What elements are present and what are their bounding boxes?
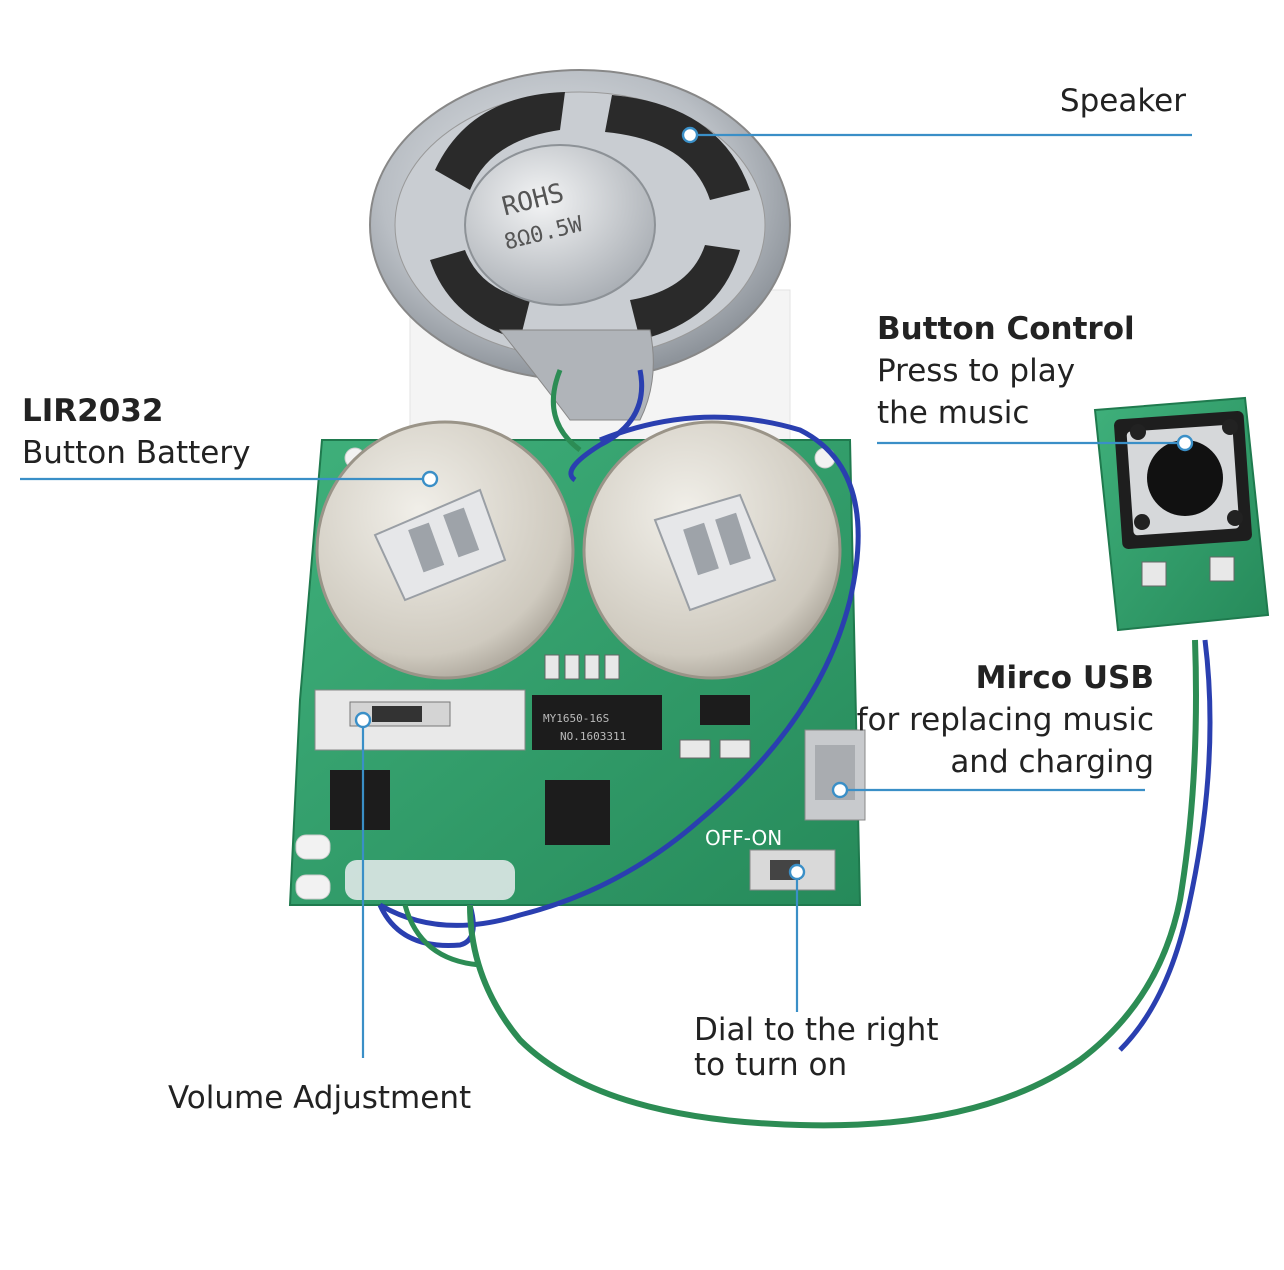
chip-marking-2: NO.1603311 (560, 730, 626, 743)
volume-callout: Volume Adjustment (168, 1077, 471, 1119)
battery-right (582, 420, 842, 680)
usb-line1: for replacing music (856, 702, 1154, 738)
switch-marking: OFF-ON (705, 826, 782, 850)
speaker-label: Speaker (1059, 83, 1186, 119)
battery-title: LIR2032 (22, 393, 164, 429)
callout-leaders (20, 126, 1194, 1058)
wires (377, 369, 1213, 1129)
battery-subtitle: Button Battery (22, 435, 251, 471)
speaker: ROHS 8Ω0.5W (369, 69, 791, 421)
button-control-line1: Press to play (877, 353, 1076, 389)
volume-label: Volume Adjustment (168, 1080, 472, 1116)
button-control-title: Button Control (877, 311, 1135, 347)
power-switch-callout: Dial to the right to turn on (694, 1013, 939, 1083)
battery-callout: LIR2032 Button Battery (22, 390, 250, 474)
button-control-line2: the music (877, 395, 1030, 431)
usb-callout: Mirco USB for replacing music and chargi… (857, 657, 1154, 783)
usb-line2: and charging (950, 744, 1154, 780)
push-button-module (1093, 396, 1270, 632)
power-switch-line2: to turn on (694, 1047, 848, 1083)
battery-left (315, 420, 575, 680)
usb-title: Mirco USB (975, 660, 1154, 696)
chip-marking-1: MY1650-16S (543, 712, 609, 725)
speaker-callout: Speaker (1060, 80, 1186, 122)
button-control-callout: Button Control Press to play the music (877, 308, 1135, 434)
power-switch-line1: Dial to the right (694, 1012, 939, 1048)
